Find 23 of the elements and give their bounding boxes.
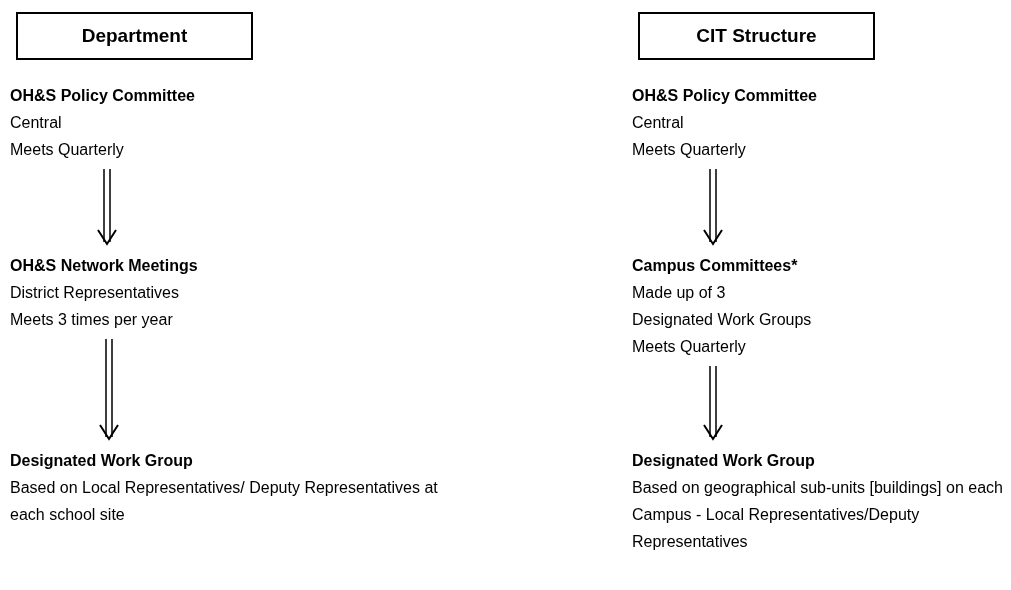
committee-detail: Central [10,113,62,133]
committee-detail: Meets 3 times per year [10,310,173,330]
double-arrow [703,168,723,245]
committee-heading: Designated Work Group [632,451,815,471]
double-arrow [703,365,723,440]
committee-detail: Central [632,113,684,133]
committee-detail: Meets Quarterly [10,140,124,160]
committee-detail: Meets Quarterly [632,140,746,160]
double-arrow [99,338,119,440]
committee-detail: Meets Quarterly [632,337,746,357]
committee-heading: OH&S Network Meetings [10,256,198,276]
committee-heading: OH&S Policy Committee [10,86,195,106]
double-arrow [97,168,117,245]
title-box: CIT Structure [638,12,875,60]
committee-detail: Based on Local Representatives/ Deputy Representatives at each school site [10,478,439,525]
committee-detail: District Representatives [10,283,179,303]
title-box: Department [16,12,253,60]
committee-heading: Campus Committees* [632,256,798,276]
committee-detail: Based on geographical sub-units [buildings] on each Campus - Local Representatives/Deputy Representatives [632,478,1004,552]
committee-detail: Made up of 3 [632,283,726,303]
committee-heading: OH&S Policy Committee [632,86,817,106]
committee-detail: Designated Work Groups [632,310,812,330]
committee-heading: Designated Work Group [10,451,193,471]
